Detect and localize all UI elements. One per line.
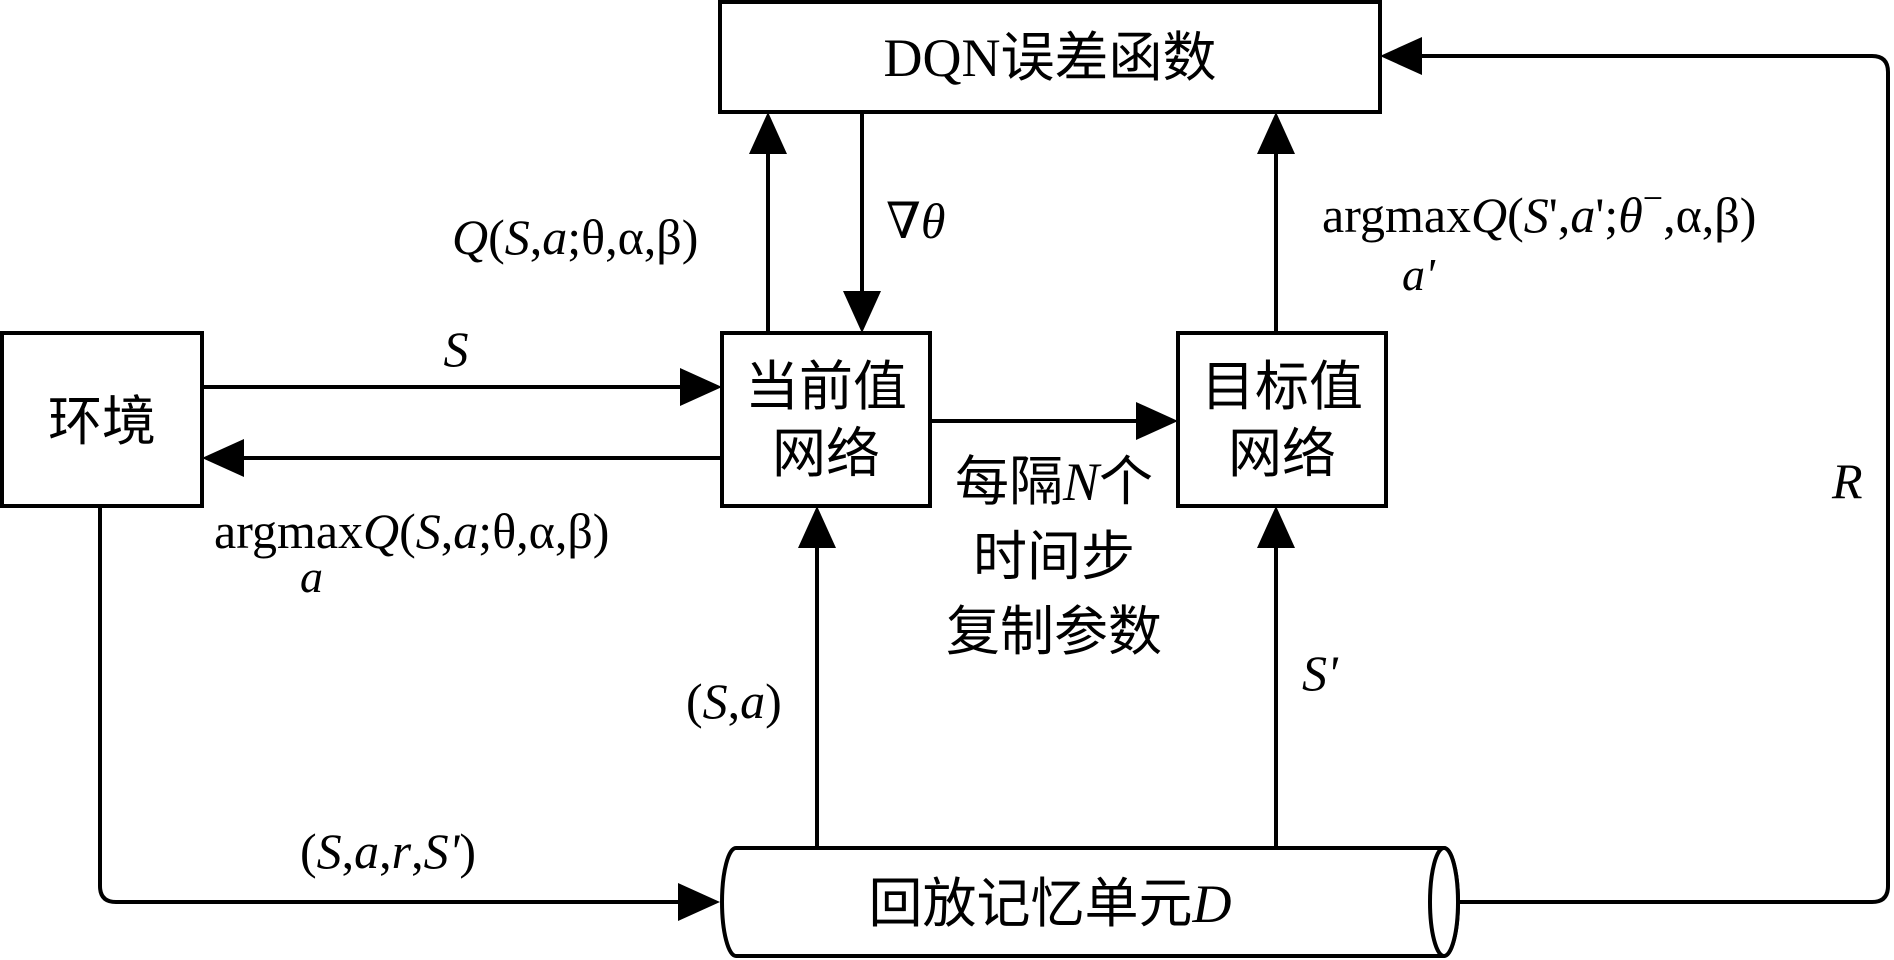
copy-label-line2: 时间步 bbox=[973, 527, 1135, 587]
edge-sample-arrowhead bbox=[798, 506, 836, 548]
sample-label: (S,a) bbox=[686, 673, 782, 729]
current-network-label-line2: 网络 bbox=[772, 424, 880, 484]
target-subscript: a' bbox=[1402, 249, 1436, 300]
target-network-node: 目标值 网络 bbox=[1176, 331, 1388, 508]
copy-label-line3: 复制参数 bbox=[946, 602, 1162, 662]
edge-target-arrowhead bbox=[1257, 112, 1295, 154]
next-state-label: S' bbox=[1302, 645, 1339, 701]
replay-memory-node: 回放记忆单元D bbox=[720, 846, 1460, 958]
dqn-loss-node: DQN误差函数 bbox=[718, 0, 1382, 114]
dqn-loss-label: DQN误差函数 bbox=[884, 28, 1217, 88]
edge-copy-arrowhead bbox=[1136, 402, 1178, 440]
greedy-action-subscript: a bbox=[300, 551, 323, 602]
edge-gradient-arrowhead bbox=[843, 291, 881, 333]
edge-state-arrowhead bbox=[680, 368, 722, 406]
edge-reward-arrowhead bbox=[1380, 37, 1422, 75]
gradient-label: ∇θ bbox=[886, 193, 945, 249]
q-value-label: Q(S,a;θ,α,β) bbox=[452, 209, 698, 265]
target-network-label-line2: 网络 bbox=[1228, 424, 1336, 484]
replay-memory-label: 回放记忆单元D bbox=[869, 874, 1232, 934]
edge-transition-line bbox=[98, 506, 696, 904]
edge-next-state-arrowhead bbox=[1257, 506, 1295, 548]
edge-greedy-action-arrowhead bbox=[202, 439, 244, 477]
current-network-node: 当前值 网络 bbox=[720, 331, 932, 508]
greedy-action-label: argmaxQ(S,a;θ,α,β) bbox=[214, 503, 609, 559]
edge-transition-arrowhead bbox=[678, 883, 720, 921]
environment-label: 环境 bbox=[48, 392, 156, 452]
copy-label-line1: 每隔N个 bbox=[955, 452, 1153, 512]
target-network-label-line1: 目标值 bbox=[1201, 357, 1363, 417]
reward-label: R bbox=[1831, 453, 1863, 509]
current-network-label-line1: 当前值 bbox=[745, 357, 907, 417]
transition-label: (S,a,r,S') bbox=[300, 823, 476, 879]
environment-node: 环境 bbox=[0, 331, 204, 508]
state-label: S bbox=[444, 321, 469, 377]
edge-reward-line bbox=[1404, 54, 1890, 904]
target-label: argmaxQ(S',a';θ−,α,β) bbox=[1322, 178, 1756, 243]
edge-q-value-arrowhead bbox=[749, 112, 787, 154]
